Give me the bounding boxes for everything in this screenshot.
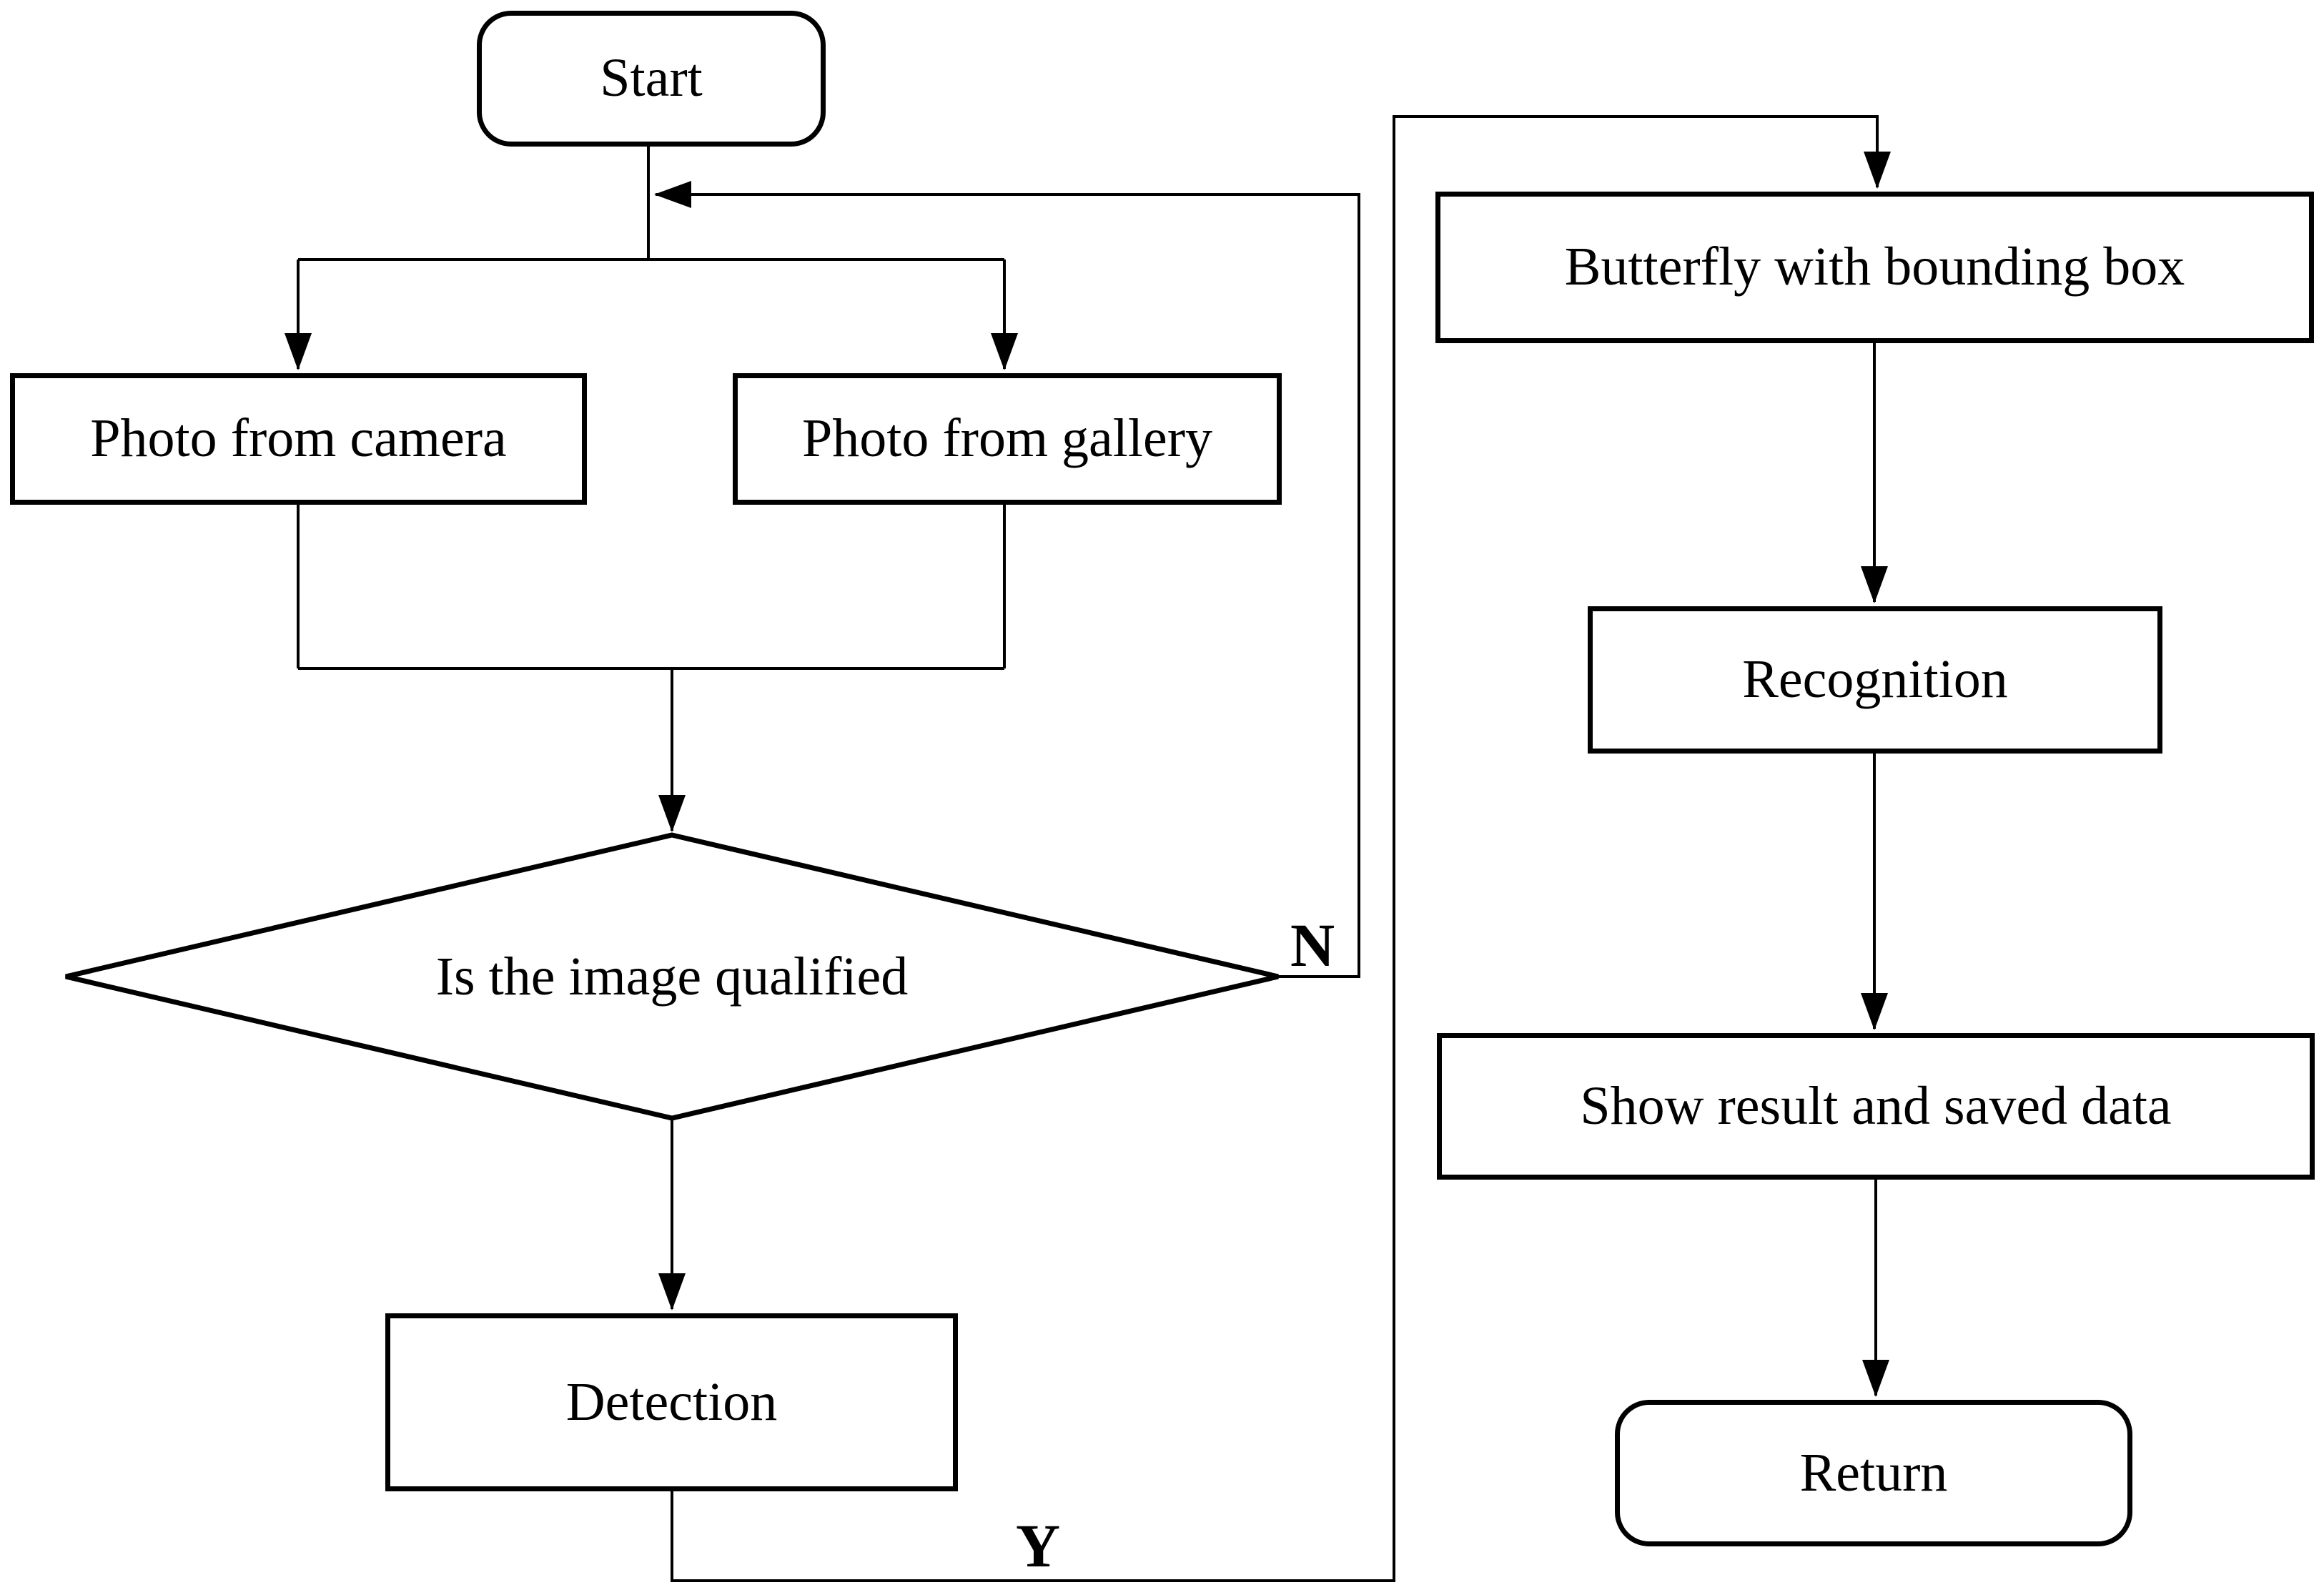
edge-detection-butterfly-yes bbox=[671, 115, 1891, 1582]
node-butterfly-with-bounding-box: Butterfly with bounding box bbox=[1435, 192, 2314, 343]
node-photo-from-gallery: Photo from gallery bbox=[733, 373, 1282, 505]
node-recognition: Recognition bbox=[1588, 606, 2162, 754]
node-show-result-and-saved-data: Show result and saved data bbox=[1437, 1033, 2315, 1180]
edge-label-no: N bbox=[1290, 911, 1335, 979]
node-decision-label: Is the image qualified bbox=[435, 946, 909, 1007]
node-return: Return bbox=[1615, 1400, 2132, 1546]
node-detection: Detection bbox=[385, 1313, 958, 1491]
node-start: Start bbox=[477, 11, 826, 147]
node-photo-from-camera: Photo from camera bbox=[10, 373, 587, 505]
edge-decision-no-loop bbox=[654, 181, 1360, 978]
edge-label-yes: Y bbox=[1015, 1511, 1061, 1580]
